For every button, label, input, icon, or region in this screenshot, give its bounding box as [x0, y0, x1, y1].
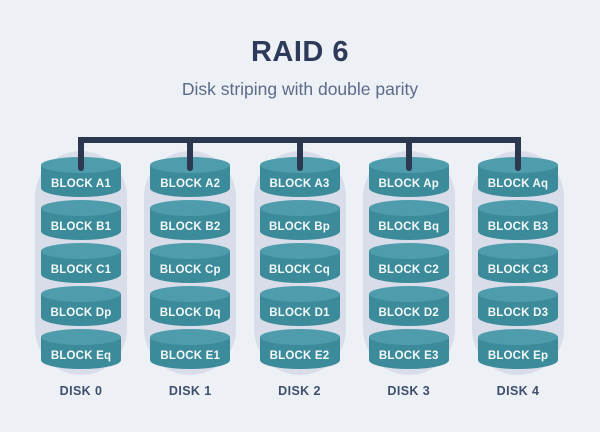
block-label: BLOCK D3 — [487, 307, 549, 319]
disk-2-enclosure: BLOCK A3 BLOCK Bp BLOCK Cq BLOCK D1 BLOC… — [253, 151, 346, 375]
cylinder-top — [368, 329, 449, 345]
bus-drop-disk-2 — [296, 137, 303, 171]
disk-column-4: BLOCK Aq BLOCK B3 BLOCK C3 BLOCK D3 BLOC… — [472, 151, 564, 398]
cylinder-top — [41, 329, 121, 345]
disk-1-block-3: BLOCK Dq — [150, 286, 231, 326]
cylinder-top — [150, 329, 231, 345]
block-label: BLOCK D1 — [269, 307, 330, 319]
disk-4-enclosure: BLOCK Aq BLOCK B3 BLOCK C3 BLOCK D3 BLOC… — [472, 151, 564, 375]
cylinder-top — [478, 329, 558, 345]
block-label: BLOCK Aq — [487, 178, 549, 190]
disk-0-block-2: BLOCK C1 — [41, 243, 121, 283]
disk-3-label: DISK 3 — [387, 384, 431, 398]
block-label: BLOCK Cp — [159, 264, 221, 276]
cylinder-top — [150, 200, 231, 216]
disk-column-3: BLOCK Ap BLOCK Bq BLOCK C2 BLOCK D2 BLOC… — [362, 151, 455, 398]
disk-1-block-4: BLOCK E1 — [150, 329, 231, 369]
block-label: BLOCK C3 — [487, 264, 549, 276]
cylinder-top — [41, 243, 121, 259]
cylinder-top — [259, 329, 340, 345]
cylinder-top — [368, 243, 449, 259]
block-label: BLOCK Bp — [268, 221, 330, 233]
block-label: BLOCK E3 — [378, 350, 439, 362]
cylinder-top — [150, 243, 231, 259]
disk-0-block-1: BLOCK B1 — [41, 200, 121, 240]
disk-3-block-1: BLOCK Bq — [368, 200, 449, 240]
disk-1-block-1: BLOCK B2 — [150, 200, 231, 240]
block-label: BLOCK Ap — [378, 178, 440, 190]
cylinder-top — [478, 243, 558, 259]
cylinder-top — [150, 286, 231, 302]
disk-2-block-2: BLOCK Cq — [259, 243, 340, 283]
disk-3-enclosure: BLOCK Ap BLOCK Bq BLOCK C2 BLOCK D2 BLOC… — [362, 151, 455, 375]
cylinder-top — [259, 243, 340, 259]
disk-4-block-3: BLOCK D3 — [478, 286, 558, 326]
disk-0-enclosure: BLOCK A1 BLOCK B1 BLOCK C1 BLOCK Dp BLOC… — [35, 151, 127, 375]
block-label: BLOCK B3 — [487, 221, 549, 233]
cylinder-top — [41, 286, 121, 302]
disk-1-enclosure: BLOCK A2 BLOCK B2 BLOCK Cp BLOCK Dq BLOC… — [144, 151, 237, 375]
disk-3-block-4: BLOCK E3 — [368, 329, 449, 369]
block-label: BLOCK C2 — [378, 264, 439, 276]
block-label: BLOCK E2 — [269, 350, 330, 362]
block-label: BLOCK A2 — [160, 178, 221, 190]
disk-2-label: DISK 2 — [278, 384, 321, 398]
cylinder-top — [259, 286, 340, 302]
disk-3-block-2: BLOCK C2 — [368, 243, 449, 283]
cylinder-top — [259, 200, 340, 216]
disk-4-label: DISK 4 — [496, 384, 540, 398]
bus-drop-disk-1 — [187, 137, 194, 171]
block-label: BLOCK Cq — [268, 264, 330, 276]
disk-1-label: DISK 1 — [168, 384, 212, 398]
cylinder-top — [478, 286, 558, 302]
block-label: BLOCK Dq — [159, 307, 221, 319]
cylinder-top — [368, 286, 449, 302]
disk-4-block-1: BLOCK B3 — [478, 200, 558, 240]
page-subtitle: Disk striping with double parity — [181, 79, 419, 99]
block-label: BLOCK E1 — [160, 350, 221, 362]
bus-drop-disk-3 — [405, 137, 412, 171]
bus-drop-disk-0 — [78, 137, 84, 171]
disk-1-block-2: BLOCK Cp — [150, 243, 231, 283]
block-label: BLOCK Dp — [50, 307, 112, 319]
cylinder-top — [41, 200, 121, 216]
block-label: BLOCK A3 — [269, 178, 330, 190]
disk-0-block-4: BLOCK Eq — [41, 329, 121, 369]
disk-column-0: BLOCK A1 BLOCK B1 BLOCK C1 BLOCK Dp BLOC… — [35, 151, 127, 398]
block-label: BLOCK A1 — [51, 178, 111, 190]
disk-column-1: BLOCK A2 BLOCK B2 BLOCK Cp BLOCK Dq BLOC… — [144, 151, 237, 398]
cylinder-top — [478, 200, 558, 216]
block-label: BLOCK Ep — [487, 350, 549, 362]
block-label: BLOCK D2 — [378, 307, 439, 319]
disk-column-2: BLOCK A3 BLOCK Bp BLOCK Cq BLOCK D1 BLOC… — [253, 151, 346, 398]
disk-0-block-3: BLOCK Dp — [41, 286, 121, 326]
bus-drop-disk-4 — [515, 137, 521, 171]
disk-0-block-0: BLOCK A1 — [41, 157, 121, 197]
disk-2-block-4: BLOCK E2 — [259, 329, 340, 369]
disk-4-block-4: BLOCK Ep — [478, 329, 558, 369]
disk-0-label: DISK 0 — [59, 384, 103, 398]
disk-3-block-3: BLOCK D2 — [368, 286, 449, 326]
block-label: BLOCK B1 — [50, 221, 112, 233]
block-label: BLOCK Bq — [378, 221, 440, 233]
block-label: BLOCK Eq — [50, 350, 112, 362]
block-label: BLOCK B2 — [160, 221, 221, 233]
disk-4-block-2: BLOCK C3 — [478, 243, 558, 283]
page-title: RAID 6 — [250, 36, 350, 68]
disk-2-block-1: BLOCK Bp — [259, 200, 340, 240]
cylinder-top — [368, 200, 449, 216]
disk-2-block-3: BLOCK D1 — [259, 286, 340, 326]
block-label: BLOCK C1 — [50, 264, 112, 276]
